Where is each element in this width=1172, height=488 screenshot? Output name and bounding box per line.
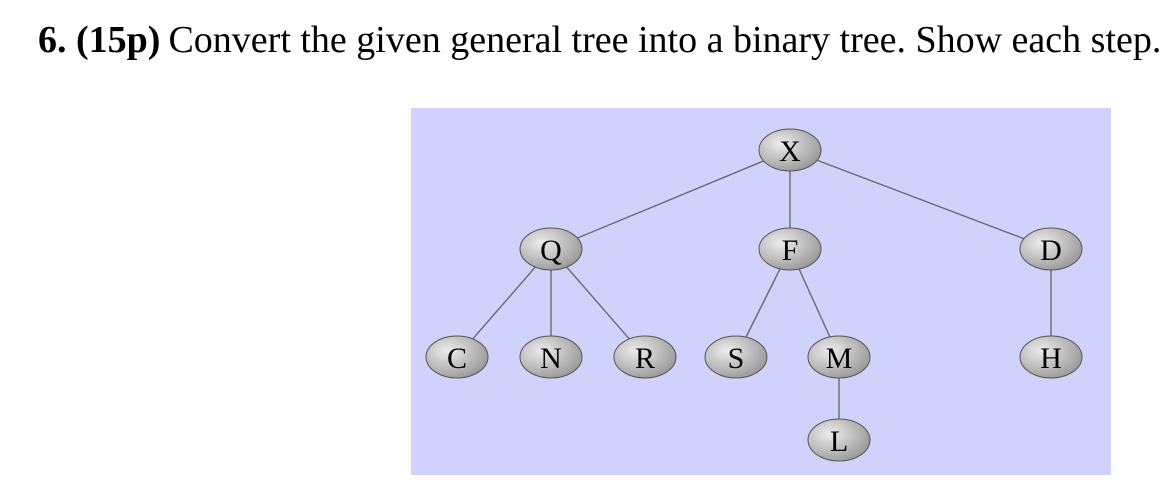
- node-ellipse: [807, 335, 871, 379]
- node-label: D: [1040, 234, 1062, 267]
- node-ellipse: [519, 227, 583, 271]
- node-label: S: [728, 342, 745, 375]
- tree-node-R: R: [613, 335, 677, 379]
- node-ellipse: [758, 128, 822, 172]
- edge-X-Q: [550, 149, 791, 250]
- question-prompt: Convert the given general tree into a bi…: [168, 19, 1162, 61]
- node-ellipse: [519, 335, 583, 379]
- node-label: N: [540, 342, 562, 375]
- node-ellipse: [613, 335, 677, 379]
- node-ellipse: [704, 335, 768, 379]
- tree-node-C: C: [425, 335, 489, 379]
- tree-node-L: L: [807, 418, 871, 462]
- node-ellipse: [1019, 335, 1083, 379]
- node-label: R: [635, 342, 655, 375]
- tree-node-Q: Q: [519, 227, 583, 271]
- node-label: F: [782, 234, 799, 267]
- node-label: Q: [540, 234, 562, 267]
- node-label: C: [447, 342, 467, 375]
- node-ellipse: [758, 227, 822, 271]
- tree-node-S: S: [704, 335, 768, 379]
- tree-figure: X Q F D C N R S M H L: [411, 108, 1111, 475]
- edge-X-D: [789, 149, 1052, 250]
- node-ellipse: [807, 418, 871, 462]
- tree-node-H: H: [1019, 335, 1083, 379]
- node-label: X: [779, 135, 801, 168]
- tree-node-D: D: [1019, 227, 1083, 271]
- node-label: L: [830, 425, 848, 458]
- tree-node-N: N: [519, 335, 583, 379]
- tree-nodes: X Q F D C N R S M H L: [425, 128, 1083, 462]
- node-label: M: [826, 342, 853, 375]
- question-number: 6. (15p): [38, 19, 161, 61]
- node-ellipse: [1019, 227, 1083, 271]
- node-ellipse: [425, 335, 489, 379]
- question-text: 6. (15p)Convert the given general tree i…: [38, 18, 1161, 64]
- tree-edges: [456, 149, 1052, 440]
- tree-node-X: X: [758, 128, 822, 172]
- tree-node-M: M: [807, 335, 871, 379]
- tree-node-F: F: [758, 227, 822, 271]
- general-tree-diagram: X Q F D C N R S M H L: [425, 128, 1083, 462]
- node-label: H: [1040, 342, 1062, 375]
